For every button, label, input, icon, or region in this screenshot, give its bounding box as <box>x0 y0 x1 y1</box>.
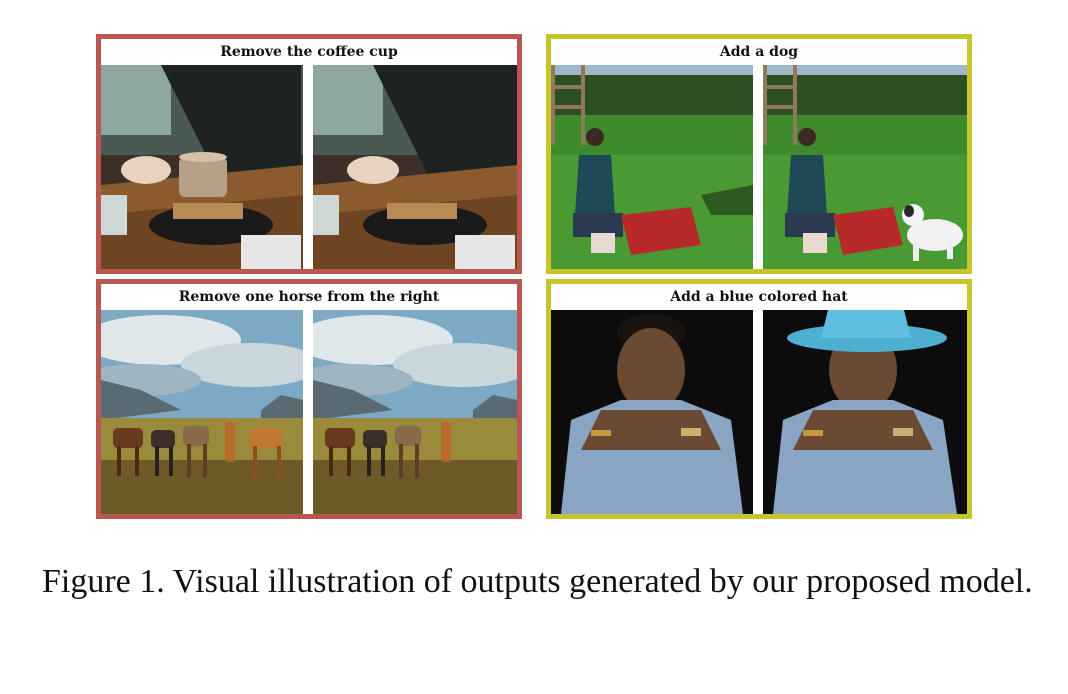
output-image-cafe-without-cup <box>313 65 517 269</box>
input-image-man-portrait <box>551 310 753 514</box>
output-image-four-horses <box>313 310 517 514</box>
panel-add-blue-hat: Add a blue colored hat <box>546 279 972 519</box>
input-image-woman-on-grass <box>551 65 753 269</box>
panel-title: Remove the coffee cup <box>220 44 398 60</box>
panel-title: Remove one horse from the right <box>178 289 440 305</box>
input-image-five-horses <box>101 310 303 514</box>
panel-remove-coffee-cup: Remove the coffee cup <box>96 34 522 274</box>
input-image-cafe-with-cup <box>101 65 303 269</box>
figure-caption: Figure 1. Visual illustration of outputs… <box>42 563 1033 600</box>
output-image-man-with-blue-hat <box>763 310 967 514</box>
panel-remove-one-horse: Remove one horse from the right <box>96 279 522 519</box>
panel-title: Add a dog <box>719 44 799 60</box>
output-image-woman-with-dog <box>763 65 967 269</box>
panel-add-a-dog: Add a dog <box>546 34 972 274</box>
panel-title: Add a blue colored hat <box>670 289 848 305</box>
